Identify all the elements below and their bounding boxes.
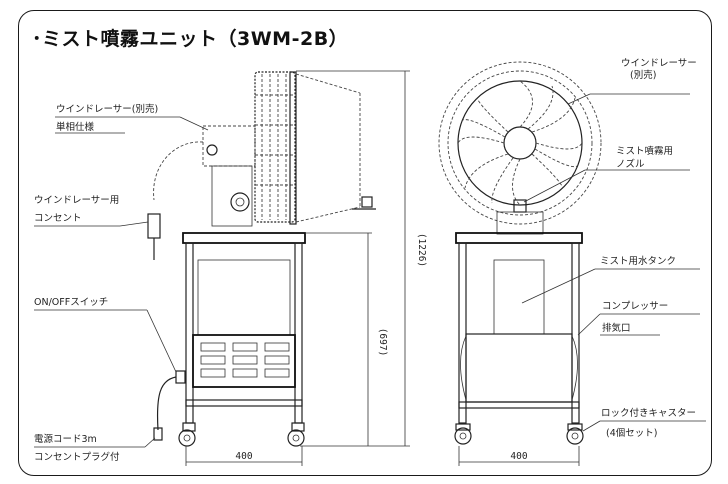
label-power-cord: 電源コード3m [34, 434, 97, 445]
leader-lines [34, 93, 706, 448]
compressor-front [465, 333, 573, 403]
label-windracer-outlet-1: ウインドレーサー用 [34, 195, 119, 206]
label-mist-nozzle-1: ミスト噴霧用 [616, 145, 673, 157]
label-with-plug: コンセントプラグ付 [34, 451, 120, 463]
water-tank [493, 259, 545, 335]
front-view [438, 61, 602, 466]
label-casters-1: ロック付きキャスター [601, 408, 696, 419]
dim-stand-height: (697) [377, 328, 388, 357]
label-casters-2: (4個セット) [606, 427, 657, 439]
label-onoff-switch: ON/OFFスイッチ [34, 297, 108, 308]
label-windracer-right-2: (別売) [630, 69, 656, 81]
onoff-switch [175, 370, 186, 384]
page-title: ･ミスト噴霧ユニット（3WM-2B） [32, 28, 349, 50]
windracer-fan-side [254, 71, 376, 225]
label-compressor: コンプレッサー [602, 301, 668, 312]
label-exhaust: 排気口 [602, 322, 631, 334]
motor-housing [202, 125, 256, 227]
label-windracer-separate: ウインドレーサー(別売) [56, 103, 158, 115]
label-water-tank: ミスト用水タンク [600, 255, 676, 267]
power-cord [156, 376, 177, 431]
dimension-lines-front [458, 446, 580, 466]
windracer-cable [153, 141, 204, 201]
casters-front [454, 423, 584, 445]
casters-side [178, 422, 305, 447]
label-mist-nozzle-2: ノズル [616, 158, 645, 170]
label-single-phase: 単相仕様 [56, 121, 95, 133]
dim-width-right: 400 [510, 451, 527, 462]
label-windracer-outlet-2: コンセント [34, 213, 82, 224]
side-view [147, 70, 410, 466]
dimension-lines-side [185, 70, 410, 466]
diagram-frame [18, 10, 712, 476]
label-windracer-right-1: ウインドレーサー [621, 58, 697, 69]
stand-front [455, 232, 583, 424]
dim-total-height: (1226) [416, 233, 427, 267]
outlet-plug [147, 213, 161, 239]
dim-width-left: 400 [235, 451, 252, 462]
windracer-fan-front [438, 61, 602, 225]
stand-frame [182, 232, 306, 424]
